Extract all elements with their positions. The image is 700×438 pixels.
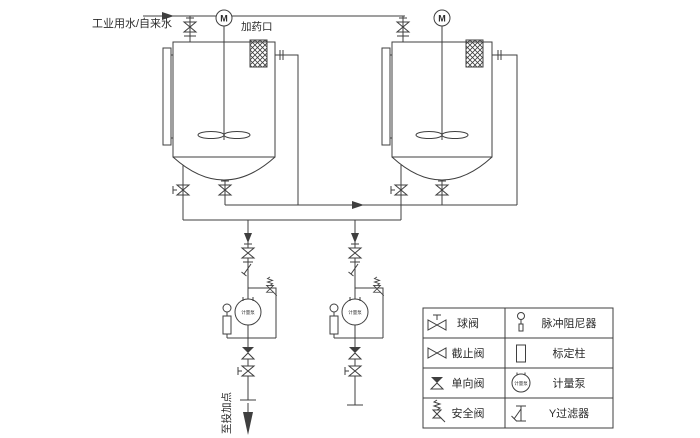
water-supply-label: 工业用水/自来水 xyxy=(92,17,172,30)
ball-valve-icon xyxy=(348,365,362,377)
stop-valve-icon xyxy=(241,247,255,259)
level-gauge xyxy=(162,47,173,146)
safety-valve-icon xyxy=(432,399,446,423)
drain-piping xyxy=(172,165,517,248)
metering-pump-1: 计量泵 xyxy=(234,297,262,326)
motor-label: M xyxy=(220,14,228,24)
dosing-port xyxy=(465,39,484,68)
legend-label: 脉冲阻尼器 xyxy=(542,316,597,330)
pulse-damper-icon xyxy=(517,312,525,332)
level-gauge xyxy=(381,47,392,146)
bypass-pipe xyxy=(248,287,277,338)
valve-handle-icon xyxy=(398,17,408,23)
damper-column-assembly xyxy=(222,303,232,338)
water-feed-line: 工业用水/自来水 xyxy=(92,12,410,42)
metering-pump-train-2: 计量泵 xyxy=(329,243,385,406)
stop-valve-icon xyxy=(348,247,362,259)
flow-arrow-icon xyxy=(351,233,359,243)
dosing-port xyxy=(249,39,268,68)
tank-dished-bottom xyxy=(172,156,276,181)
metering-pump-train-1: 计量泵 至投加点 xyxy=(220,243,278,435)
discharge-terminal xyxy=(240,376,256,401)
metering-pump-2: 计量泵 xyxy=(341,297,369,326)
legend-row: 球阀 脉冲阻尼器 xyxy=(427,312,597,332)
impeller-blade xyxy=(197,131,225,139)
motor-label: M xyxy=(438,14,446,24)
flow-arrow-icon xyxy=(162,12,174,20)
pulse-damper-icon xyxy=(329,303,339,313)
to-dosing-point-label: 至投加点 xyxy=(220,392,233,434)
dosing-port-label: 加药口 xyxy=(241,21,273,33)
agitator-1: M xyxy=(197,9,251,140)
pump-label: 计量泵 xyxy=(514,380,528,387)
legend-row: 截止阀 标定柱 xyxy=(427,344,586,363)
impeller-blade xyxy=(223,131,251,139)
safety-valve-icon xyxy=(373,276,385,297)
check-valve-icon xyxy=(430,376,444,390)
flow-arrow-icon xyxy=(352,201,364,209)
flow-arrow-icon xyxy=(244,233,252,243)
y-strainer-icon xyxy=(348,261,361,277)
valve-handle-icon xyxy=(243,243,253,249)
legend-label: 单向阀 xyxy=(452,376,485,390)
calibration-column-icon xyxy=(329,315,339,335)
legend-label: 截止阀 xyxy=(452,346,485,360)
damper-column-assembly xyxy=(329,303,339,338)
tank-dished-bottom xyxy=(391,156,493,181)
legend-row: 单向阀 计量泵 计量泵 xyxy=(430,372,586,393)
pulse-damper-icon xyxy=(222,303,232,313)
safety-valve-icon xyxy=(266,276,278,297)
check-valve-icon xyxy=(241,346,255,360)
ball-valve-icon xyxy=(427,319,447,331)
legend-table: 球阀 脉冲阻尼器 截止阀 标定柱 单向阀 计量泵 计量泵 xyxy=(422,307,614,429)
tank-1-side-port xyxy=(275,49,299,205)
impeller-blade xyxy=(415,131,443,139)
y-strainer-icon xyxy=(241,261,254,277)
legend-label: 标定柱 xyxy=(553,346,586,360)
legend-label: 计量泵 xyxy=(553,377,586,390)
tank-2-side-port xyxy=(492,49,518,205)
discharge-terminal xyxy=(347,376,363,406)
pump-label: 计量泵 xyxy=(241,309,255,316)
valve-handle-icon xyxy=(237,366,243,376)
flow-arrow-icon xyxy=(243,412,253,435)
agitator-2: M xyxy=(415,9,469,140)
pump-label: 计量泵 xyxy=(348,309,362,316)
ball-valve-icon xyxy=(241,365,255,377)
feed-valve-2 xyxy=(396,16,410,42)
solution-tank-2: M xyxy=(381,9,518,205)
y-strainer-icon xyxy=(511,405,526,422)
solution-tank-1: 加药口 M xyxy=(162,9,299,205)
stop-valve-icon xyxy=(427,347,447,359)
legend-label: 安全阀 xyxy=(452,406,485,420)
calibration-column-icon xyxy=(222,315,232,335)
valve-handle-icon xyxy=(220,180,230,186)
legend-row: 安全阀 Y过滤器 xyxy=(432,399,589,423)
feed-valve-1 xyxy=(183,16,197,42)
legend-gridlines xyxy=(423,308,613,428)
metering-pump-icon: 计量泵 xyxy=(511,372,531,393)
valve-handle-icon xyxy=(350,243,360,249)
calibration-column-icon xyxy=(516,344,526,363)
check-valve-icon xyxy=(348,346,362,360)
impeller-blade xyxy=(441,131,469,139)
bypass-pipe xyxy=(355,287,384,338)
valve-handle-icon xyxy=(172,185,178,195)
valve-handle-icon xyxy=(437,180,447,186)
valve-handle-icon xyxy=(344,366,350,376)
legend-label: 球阀 xyxy=(457,316,479,330)
valve-handle-icon xyxy=(390,185,396,195)
valve-handle-icon xyxy=(185,17,195,23)
legend-label: Y过滤器 xyxy=(549,407,589,420)
